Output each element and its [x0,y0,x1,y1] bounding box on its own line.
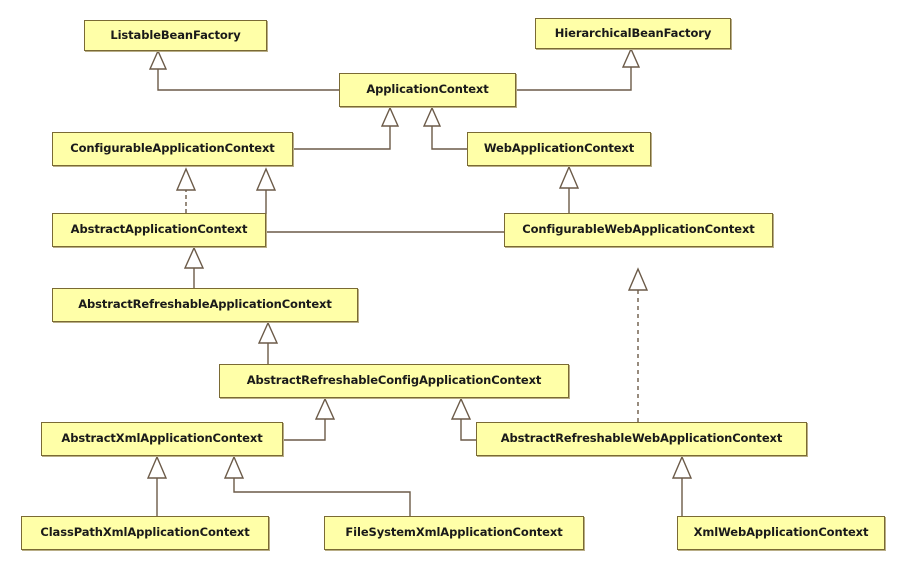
edge-abstractrefreshableweb-extends-abstractrefreshableconfig [450,397,476,441]
class-node-abstract-refreshable-web-application-context[interactable]: AbstractRefreshableWebApplicationContext [476,422,807,456]
class-label: XmlWebApplicationContext [693,525,869,540]
class-label: ConfigurableWebApplicationContext [522,222,755,237]
edge-filesystemxml-extends-abstractxml [223,455,411,516]
edge-classpathxml-extends-abstractxml [146,455,168,516]
edge-xmlwebappctx-extends-abstractrefreshableweb [671,455,693,516]
class-node-web-application-context[interactable]: WebApplicationContext [467,132,651,166]
edge-webappctx-extends-appctx [422,106,467,150]
edge-configwebappctx-extends-configappctx [255,167,504,233]
class-label: ConfigurableApplicationContext [70,141,275,156]
edge-abstractappctx-implements-configappctx [175,167,197,213]
class-node-configurable-application-context[interactable]: ConfigurableApplicationContext [52,132,293,166]
class-label: AbstractRefreshableConfigApplicationCont… [246,373,542,388]
class-node-abstract-application-context[interactable]: AbstractApplicationContext [52,213,266,247]
class-node-abstract-refreshable-config-application-context[interactable]: AbstractRefreshableConfigApplicationCont… [219,364,569,398]
edge-abstractxml-extends-abstractrefreshableconfig [283,397,336,441]
class-label: AbstractXmlApplicationContext [61,431,263,446]
class-label: ListableBeanFactory [110,27,241,42]
class-label: ClassPathXmlApplicationContext [40,525,250,540]
edge-appctx-extends-hierarchicalbeanfactory [516,47,641,91]
class-label: FileSystemXmlApplicationContext [345,525,563,540]
class-node-listable-bean-factory[interactable]: ListableBeanFactory [84,20,267,51]
edge-abstractrefreshableweb-implements-configwebappctx [627,267,649,422]
class-node-xml-web-application-context[interactable]: XmlWebApplicationContext [677,516,885,550]
edge-abstractrefreshable-extends-abstractappctx [183,246,205,288]
class-node-abstract-xml-application-context[interactable]: AbstractXmlApplicationContext [41,422,283,456]
class-label: WebApplicationContext [483,141,635,156]
class-label: ApplicationContext [366,82,489,97]
edge-abstractrefreshableconfig-extends-abstractrefreshable [257,321,279,364]
class-label: AbstractRefreshableWebApplicationContext [500,431,783,446]
class-label: HierarchicalBeanFactory [554,25,712,40]
class-node-file-system-xml-application-context[interactable]: FileSystemXmlApplicationContext [324,516,584,550]
edge-configappctx-extends-appctx [293,106,400,150]
class-node-class-path-xml-application-context[interactable]: ClassPathXmlApplicationContext [21,516,269,550]
edge-configwebappctx-extends-webappctx [558,165,580,213]
class-node-application-context[interactable]: ApplicationContext [339,73,516,107]
class-node-abstract-refreshable-application-context[interactable]: AbstractRefreshableApplicationContext [52,288,358,322]
class-node-configurable-web-application-context[interactable]: ConfigurableWebApplicationContext [504,213,773,247]
class-label: AbstractRefreshableApplicationContext [78,297,332,312]
class-label: AbstractApplicationContext [70,222,248,237]
class-node-hierarchical-bean-factory[interactable]: HierarchicalBeanFactory [535,18,731,49]
